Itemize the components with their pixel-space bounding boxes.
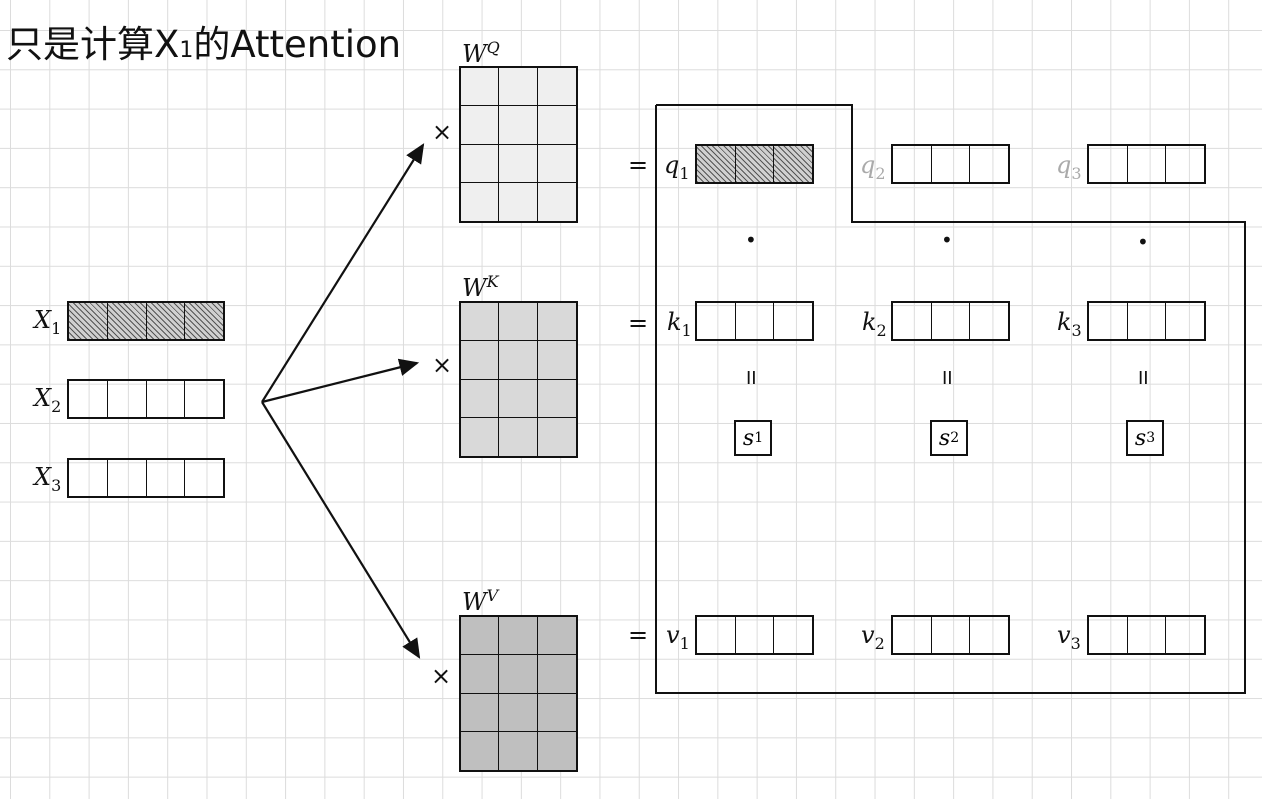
value-vector-v3 xyxy=(1087,615,1206,655)
query-label-q1: q1 xyxy=(664,151,690,183)
equals-sign-k: = xyxy=(628,309,649,337)
input-vector-x2 xyxy=(67,379,225,419)
value-label-v1: v1 xyxy=(666,621,690,653)
equals-sign-v: = xyxy=(628,621,649,649)
matrix-cell xyxy=(537,303,576,342)
title-subscript: 1 xyxy=(179,38,194,63)
matrix-cell xyxy=(499,182,538,221)
input-vector-x3 xyxy=(67,458,225,498)
query-label-q3: q3 xyxy=(1056,151,1082,183)
times-operator-v: × xyxy=(431,662,452,690)
parallel-sign-3: II xyxy=(1138,368,1149,389)
key-vector-k1 xyxy=(695,301,814,341)
value-vector-v1 xyxy=(695,615,814,655)
matrix-cell xyxy=(461,68,500,107)
attention-region-outline xyxy=(655,104,1246,694)
matrix-cell xyxy=(537,694,576,732)
dot-operator-2: • xyxy=(941,228,953,252)
matrix-cell xyxy=(499,617,538,656)
matrix-cell xyxy=(538,183,576,221)
value-label-v2: v2 xyxy=(861,621,885,653)
matrix-cell xyxy=(461,617,500,656)
matrix-cell xyxy=(499,144,538,183)
arrow-to-wv xyxy=(261,401,421,659)
title-suffix: 的Attention xyxy=(193,23,402,66)
matrix-cell xyxy=(499,379,538,418)
matrix-cell xyxy=(499,106,538,145)
matrix-cell xyxy=(461,655,500,694)
input-label-x2: X2 xyxy=(34,384,62,416)
weight-matrix-wk xyxy=(459,301,578,458)
weight-matrix-wq xyxy=(459,66,578,223)
matrix-cell xyxy=(537,341,576,380)
weight-label-wk: WK xyxy=(462,272,499,302)
equals-sign-q: = xyxy=(628,151,649,179)
key-vector-k2 xyxy=(891,301,1010,341)
arrow-to-wk xyxy=(261,358,420,404)
matrix-cell xyxy=(461,417,500,456)
matrix-cell xyxy=(537,106,576,145)
value-label-v3: v3 xyxy=(1057,621,1081,653)
value-vector-v2 xyxy=(891,615,1010,655)
title-prefix: 只是计算X xyxy=(6,23,180,66)
parallel-sign-2: II xyxy=(942,368,953,389)
matrix-cell xyxy=(499,693,538,732)
matrix-cell xyxy=(461,693,500,732)
matrix-cell xyxy=(499,655,538,694)
matrix-cell xyxy=(499,417,538,456)
matrix-cell xyxy=(537,145,576,183)
matrix-cell xyxy=(461,341,500,380)
key-label-k2: k2 xyxy=(862,308,887,340)
dot-operator-3: • xyxy=(1137,230,1149,254)
input-label-x1: X1 xyxy=(34,306,62,338)
matrix-cell xyxy=(461,731,500,770)
query-vector-q2 xyxy=(891,144,1010,184)
page-title: 只是计算X1的Attention xyxy=(6,14,401,68)
matrix-cell xyxy=(537,68,576,107)
input-label-x3: X3 xyxy=(34,463,62,495)
times-operator-k: × xyxy=(432,351,453,379)
times-operator-q: × xyxy=(432,118,453,146)
matrix-cell xyxy=(499,731,538,770)
arrow-to-wq xyxy=(261,143,425,403)
matrix-cell xyxy=(461,379,500,418)
matrix-cell xyxy=(499,68,538,107)
matrix-cell xyxy=(461,144,500,183)
matrix-cell xyxy=(461,303,500,342)
matrix-cell xyxy=(537,617,576,656)
weight-label-wq: WQ xyxy=(462,38,500,68)
matrix-cell xyxy=(499,303,538,342)
dot-operator-1: • xyxy=(745,228,757,252)
matrix-cell xyxy=(537,380,576,418)
key-vector-k3 xyxy=(1087,301,1206,341)
query-vector-q3 xyxy=(1087,144,1206,184)
weight-label-wv: WV xyxy=(462,586,499,616)
key-label-k3: k3 xyxy=(1057,308,1082,340)
matrix-cell xyxy=(461,106,500,145)
query-label-q2: q2 xyxy=(860,151,886,183)
parallel-sign-1: II xyxy=(746,368,757,389)
query-vector-q1 xyxy=(695,144,814,184)
matrix-cell xyxy=(538,418,576,456)
matrix-cell xyxy=(461,182,500,221)
key-label-k1: k1 xyxy=(667,308,692,340)
matrix-cell xyxy=(499,341,538,380)
weight-matrix-wv xyxy=(459,615,578,772)
matrix-cell xyxy=(538,732,576,770)
matrix-cell xyxy=(537,655,576,694)
input-vector-x1 xyxy=(67,301,225,341)
